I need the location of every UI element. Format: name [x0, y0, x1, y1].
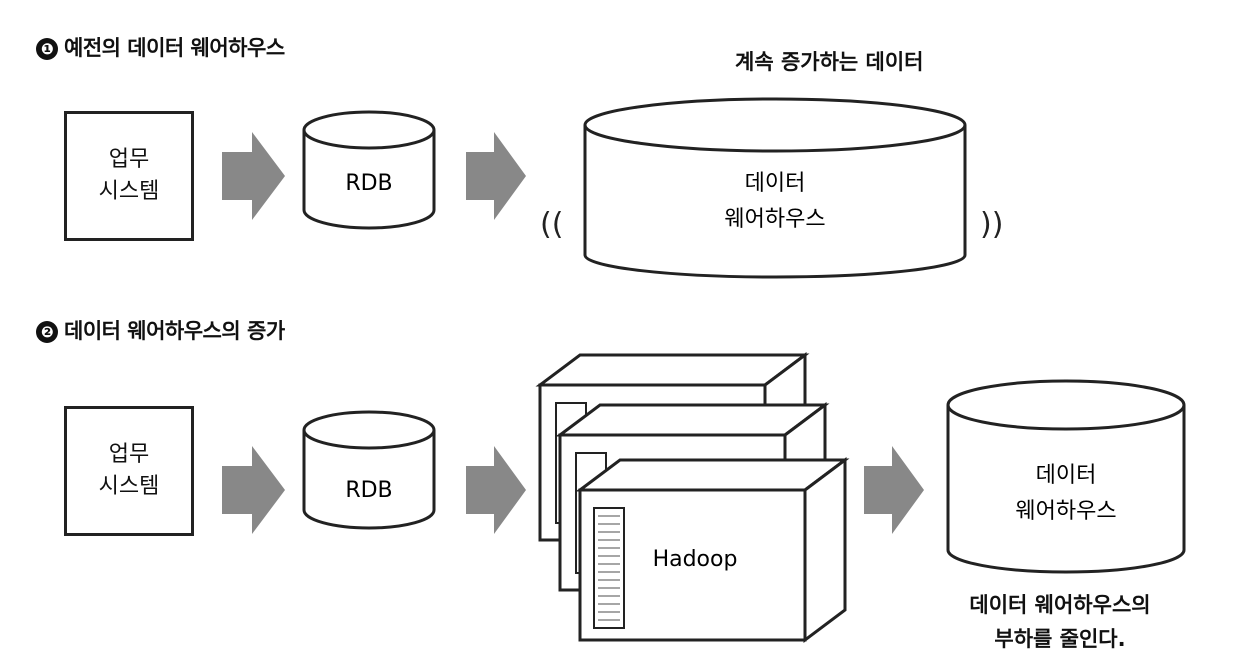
- section2-business-system-label-line1: 업무: [108, 442, 150, 467]
- section1-title: 예전의 데이터 웨어하우스: [64, 36, 285, 60]
- section2-dw-label-line1: 데이터: [1036, 463, 1097, 488]
- load-reduction-caption-line2: 부하를 줄인다.: [994, 627, 1126, 651]
- section2-dw-label-line2: 웨어하우스: [1015, 499, 1116, 524]
- section2-heading: ❷ 데이터 웨어하우스의 증가: [36, 315, 285, 345]
- section1-business-system-box: 업무 시스템: [64, 111, 194, 241]
- section1-dw-label-line1: 데이터: [745, 171, 806, 196]
- section2-number-badge: ❷: [36, 321, 58, 343]
- section1-rdb-cylinder: RDB: [302, 110, 436, 230]
- section2-arrow-to-rdb: [222, 446, 285, 534]
- load-reduction-caption: 데이터 웨어하우스의 부하를 줄인다.: [940, 588, 1180, 656]
- data-growth-caption: 계속 증가하는 데이터: [735, 50, 924, 74]
- section1-number-badge: ❶: [36, 38, 58, 60]
- section2-business-system-label-line2: 시스템: [98, 474, 160, 499]
- section1-dw-label-line2: 웨어하우스: [724, 207, 825, 232]
- section1-dw-cylinder: 데이터 웨어하우스: [583, 97, 967, 279]
- section1-business-system-label-line2: 시스템: [98, 179, 160, 204]
- hadoop-label: Hadoop: [653, 547, 738, 572]
- section2-arrow-to-dw: [864, 446, 924, 534]
- section1-business-system-label-line1: 업무: [108, 147, 150, 172]
- section1-arrow-to-dw: [466, 132, 526, 220]
- hadoop-server-front: Hadoop: [575, 457, 850, 643]
- section2-rdb-label: RDB: [345, 478, 392, 503]
- section2-business-system-box: 업무 시스템: [64, 406, 194, 536]
- section1-rdb-label: RDB: [345, 171, 392, 196]
- load-reduction-caption-line1: 데이터 웨어하우스의: [969, 593, 1151, 617]
- section1-arrow-to-rdb: [222, 132, 285, 220]
- section2-arrow-to-hadoop: [466, 446, 526, 534]
- section1-heading: ❶ 예전의 데이터 웨어하우스: [36, 32, 285, 62]
- right-growth-wave: )): [980, 207, 1003, 242]
- section2-title: 데이터 웨어하우스의 증가: [64, 319, 285, 343]
- left-growth-wave: ((: [540, 207, 563, 242]
- section2-dw-cylinder: 데이터 웨어하우스: [946, 379, 1186, 574]
- section2-rdb-cylinder: RDB: [302, 410, 436, 530]
